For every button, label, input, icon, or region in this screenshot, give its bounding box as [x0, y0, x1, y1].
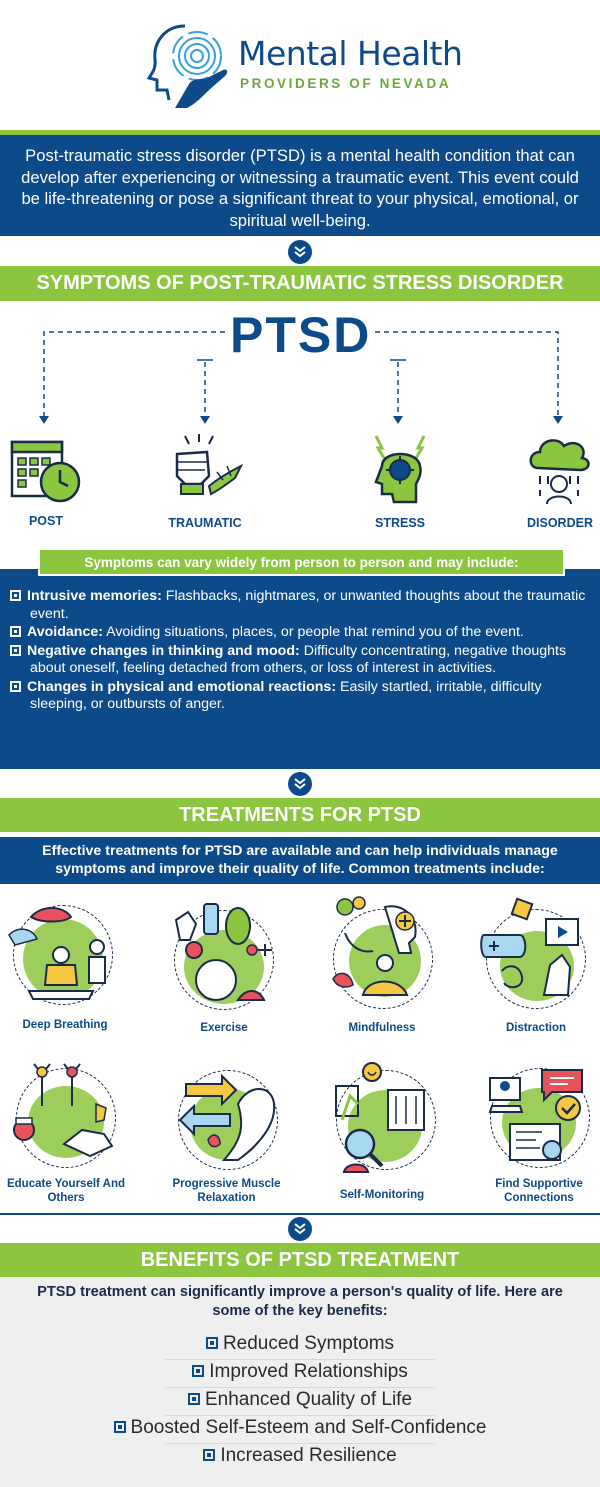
treatment-label: Find Supportive Connections: [495, 1178, 583, 1204]
treatment-label: Self-Monitoring: [339, 1189, 425, 1201]
letter-label-disorder: DISORDER: [527, 516, 593, 530]
green-rule: [0, 130, 600, 135]
letter-label-post: POST: [28, 514, 64, 528]
benefits-title-band: BENEFITS OF PTSD TREATMENT: [0, 1243, 600, 1277]
self-monitoring-icon: [328, 1060, 438, 1182]
benefit-separator: [165, 1359, 435, 1360]
list-item: Avoidance: Avoiding situations, places, …: [10, 624, 590, 642]
square-bullet-icon: [10, 644, 21, 656]
letter-label-stress: STRESS: [374, 516, 425, 530]
exercise-icon: [168, 900, 280, 1018]
rain-cloud-head-icon: [526, 434, 592, 508]
treatment-label: Exercise: [200, 1022, 248, 1034]
treatments-title-band: TREATMENTS FOR PTSD: [0, 798, 600, 832]
head-hand-logo-icon: [146, 24, 228, 108]
benefits-list: Reduced Symptoms Improved Relationships …: [0, 1330, 600, 1470]
deep-breathing-icon: [5, 895, 115, 1015]
benefit-separator: [165, 1443, 435, 1444]
intro-panel: Post-traumatic stress disorder (PTSD) is…: [0, 135, 600, 236]
section-divider: [0, 1213, 600, 1215]
benefit-item: Boosted Self-Esteem and Self-Confidence: [0, 1414, 600, 1442]
benefit-item: Increased Resilience: [0, 1442, 600, 1470]
treatment-label: Deep Breathing: [22, 1019, 108, 1031]
list-item: Intrusive memories: Flashbacks, nightmar…: [10, 588, 590, 623]
benefit-separator: [165, 1387, 435, 1388]
treatments-intro: Effective treatments for PTSD are availa…: [42, 843, 558, 877]
ptsd-connector-lines: [39, 331, 563, 424]
treatment-label: Mindfulness: [348, 1022, 416, 1034]
chevron-down-icon: [288, 1217, 312, 1241]
education-icon: [6, 1060, 121, 1175]
treatment-label: Progressive Muscle Relaxation: [172, 1178, 281, 1204]
square-bullet-icon: [187, 1393, 200, 1405]
symptoms-title: SYMPTOMS OF POST-TRAUMATIC STRESS DISORD…: [36, 272, 564, 294]
treatment-label: Educate Yourself And Others: [6, 1178, 125, 1204]
benefits-intro: PTSD treatment can significantly improve…: [37, 1284, 563, 1319]
chevron-down-icon: [288, 772, 312, 796]
square-bullet-icon: [10, 590, 21, 601]
list-item: Changes in physical and emotional reacti…: [10, 679, 590, 714]
mindfulness-icon: [325, 893, 440, 1018]
benefit-separator: [165, 1415, 435, 1416]
benefit-item: Enhanced Quality of Life: [0, 1386, 600, 1414]
vary-note-box: Symptoms can vary widely from person to …: [38, 548, 565, 576]
treatments-intro-panel: Effective treatments for PTSD are availa…: [0, 837, 600, 884]
chevron-down-icon: [288, 240, 312, 264]
square-bullet-icon: [203, 1449, 216, 1461]
symptoms-list: Intrusive memories: Flashbacks, nightmar…: [10, 588, 590, 714]
benefit-item: Reduced Symptoms: [0, 1330, 600, 1358]
muscle-relaxation-icon: [168, 1064, 284, 1176]
letter-label-traumatic: TRAUMATIC: [168, 516, 242, 530]
ptsd-acronym: PTSD: [230, 307, 372, 363]
logo: [145, 20, 235, 112]
brand-name: Mental Health: [238, 34, 463, 73]
symptoms-panel: [0, 569, 600, 769]
distraction-icon: [480, 895, 592, 1015]
square-bullet-icon: [10, 626, 21, 637]
square-bullet-icon: [113, 1421, 126, 1433]
benefits-title: BENEFITS OF PTSD TREATMENT: [140, 1248, 460, 1271]
treatment-label: Distraction: [505, 1022, 567, 1034]
brand-subtitle: PROVIDERS OF NEVADA: [240, 76, 452, 91]
treatments-title: TREATMENTS FOR PTSD: [179, 803, 421, 826]
benefits-panel: [0, 1277, 600, 1487]
square-bullet-icon: [205, 1337, 218, 1349]
benefit-item: Improved Relationships: [0, 1358, 600, 1386]
square-bullet-icon: [192, 1365, 205, 1377]
vary-note: Symptoms can vary widely from person to …: [84, 554, 519, 570]
intro-text: Post-traumatic stress disorder (PTSD) is…: [21, 146, 579, 230]
square-bullet-icon: [10, 680, 21, 692]
list-item: Negative changes in thinking and mood: D…: [10, 643, 590, 678]
stressed-head-icon: [368, 432, 432, 508]
fist-icon: [165, 432, 245, 506]
symptoms-title-band: SYMPTOMS OF POST-TRAUMATIC STRESS DISORD…: [0, 266, 600, 301]
calendar-clock-icon: [10, 436, 82, 504]
supportive-connections-icon: [484, 1062, 596, 1174]
